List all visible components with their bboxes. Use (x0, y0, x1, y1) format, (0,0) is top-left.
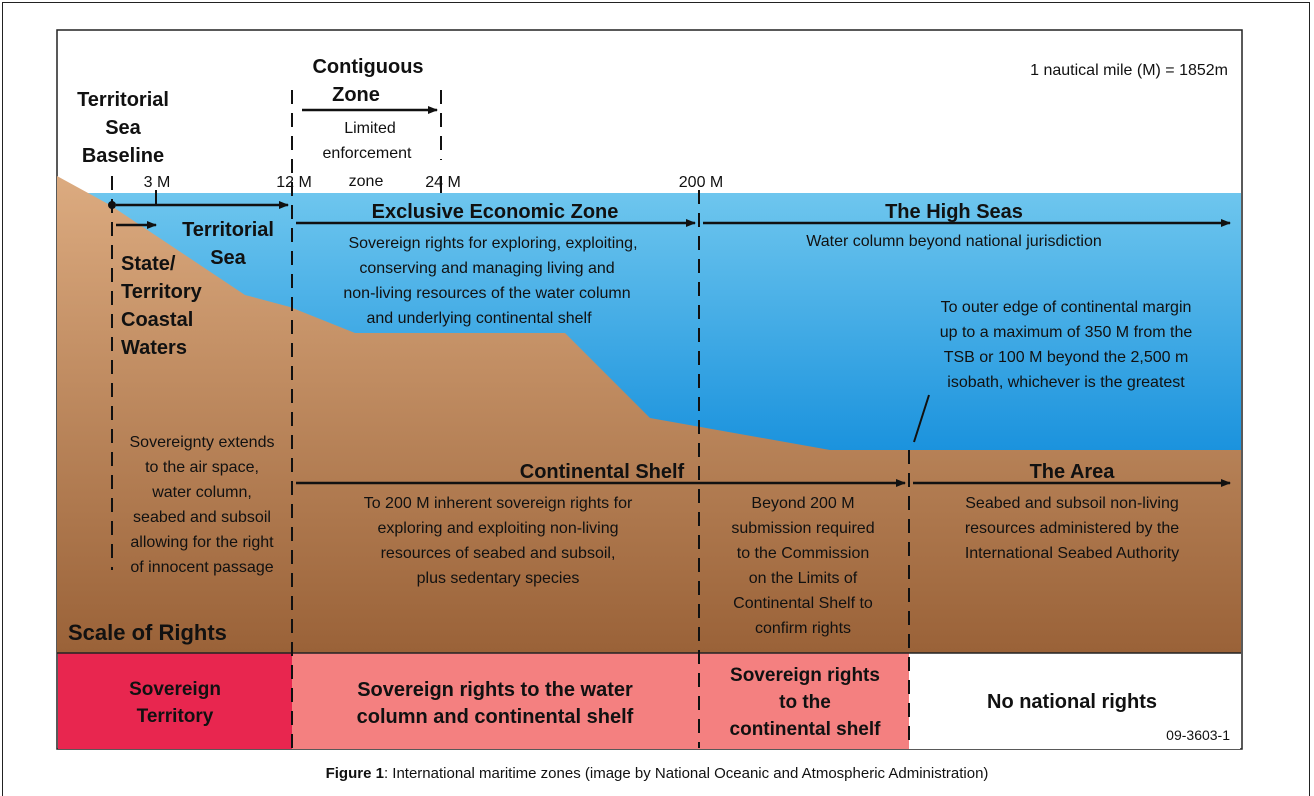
label-enforcement-2: enforcement (323, 145, 412, 162)
label-enforcement-3: zone (349, 173, 384, 190)
caption-text: : International maritime zones (image by… (383, 765, 989, 782)
high-seas-desc: Water column beyond national jurisdictio… (806, 233, 1102, 250)
sovereignty-desc-5: allowing for the right (130, 534, 274, 551)
rights-none (909, 653, 1240, 749)
rights-none-label: No national rights (987, 691, 1157, 713)
label-state-coastal-3: Coastal (121, 309, 193, 331)
shelf-desc-4: plus sedentary species (417, 570, 580, 587)
mark-200m: 200 M (679, 174, 723, 191)
label-state-coastal-1: State/ (121, 253, 176, 275)
rights-water-and-shelf-2: column and continental shelf (357, 706, 634, 728)
beyond-200-desc-2: submission required (731, 520, 874, 537)
area-desc-3: International Seabed Authority (965, 545, 1179, 562)
outer-edge-2: up to a maximum of 350 M from the (940, 324, 1193, 341)
caption-label: Figure 1 (325, 765, 384, 782)
eez-desc-3: non-living resources of the water column (343, 285, 630, 302)
label-state-coastal-4: Waters (121, 337, 187, 359)
area-desc-1: Seabed and subsoil non-living (965, 495, 1178, 512)
beyond-200-desc-4: on the Limits of (749, 570, 858, 587)
shelf-desc-2: exploring and exploiting non-living (377, 520, 618, 537)
high-seas-title: The High Seas (885, 201, 1023, 223)
figure-caption: Figure 1: International maritime zones (… (0, 765, 1314, 782)
rights-sovereign-territory (58, 653, 292, 749)
outer-edge-3: TSB or 100 M beyond the 2,500 m (944, 349, 1189, 366)
beyond-200-desc-6: confirm rights (755, 620, 851, 637)
continental-shelf-title: Continental Shelf (520, 461, 685, 483)
sovereignty-desc-2: to the air space, (145, 459, 259, 476)
beyond-200-desc-1: Beyond 200 M (751, 495, 854, 512)
mark-24m: 24 M (425, 174, 461, 191)
rights-water-and-shelf (292, 653, 699, 749)
eez-desc-4: and underlying continental shelf (366, 310, 592, 327)
scale-of-rights-label: Scale of Rights (68, 620, 227, 645)
label-nautical-mile: 1 nautical mile (M) = 1852m (1030, 62, 1228, 79)
label-territorial-sea-1: Territorial (182, 219, 274, 241)
label-tsb-2: Sea (105, 117, 141, 139)
figure-code: 09-3603-1 (1166, 727, 1230, 743)
outer-edge-4: isobath, whichever is the greatest (947, 374, 1185, 391)
label-tsb-3: Baseline (82, 145, 164, 167)
rights-shelf-only-2: to the (779, 692, 831, 713)
label-territorial-sea-2: Sea (210, 247, 246, 269)
outer-edge-1: To outer edge of continental margin (941, 299, 1192, 316)
rights-water-and-shelf-1: Sovereign rights to the water (357, 679, 633, 701)
baseline-point (108, 201, 116, 209)
mark-12m: 12 M (276, 174, 312, 191)
label-tsb-1: Territorial (77, 89, 169, 111)
rights-shelf-only-3: continental shelf (730, 719, 882, 740)
area-desc-2: resources administered by the (965, 520, 1179, 537)
mark-3m: 3 M (144, 174, 171, 191)
eez-desc-1: Sovereign rights for exploring, exploiti… (348, 235, 637, 252)
area-title: The Area (1030, 461, 1116, 483)
sovereignty-desc-1: Sovereignty extends (130, 434, 275, 451)
rights-sovereign-territory-1: Sovereign (129, 679, 221, 700)
beyond-200-desc-5: Continental Shelf to (733, 595, 873, 612)
label-contiguous-2: Zone (332, 84, 380, 106)
eez-title: Exclusive Economic Zone (372, 201, 619, 223)
eez-desc-2: conserving and managing living and (359, 260, 614, 277)
rights-shelf-only-1: Sovereign rights (730, 665, 880, 686)
label-enforcement-1: Limited (344, 120, 396, 137)
label-state-coastal-2: Territory (121, 281, 203, 303)
rights-sovereign-territory-2: Territory (137, 706, 214, 727)
beyond-200-desc-3: to the Commission (737, 545, 870, 562)
sovereignty-desc-6: of innocent passage (130, 559, 273, 576)
label-contiguous-1: Contiguous (312, 56, 423, 78)
shelf-desc-1: To 200 M inherent sovereign rights for (364, 495, 633, 512)
seabed-profile (57, 176, 1241, 653)
sovereignty-desc-3: water column, (151, 484, 252, 501)
outer-edge-pointer (913, 394, 930, 443)
rights-shelf-only (699, 653, 909, 749)
shelf-desc-3: resources of seabed and subsoil, (381, 545, 616, 562)
sovereignty-desc-4: seabed and subsoil (133, 509, 271, 526)
